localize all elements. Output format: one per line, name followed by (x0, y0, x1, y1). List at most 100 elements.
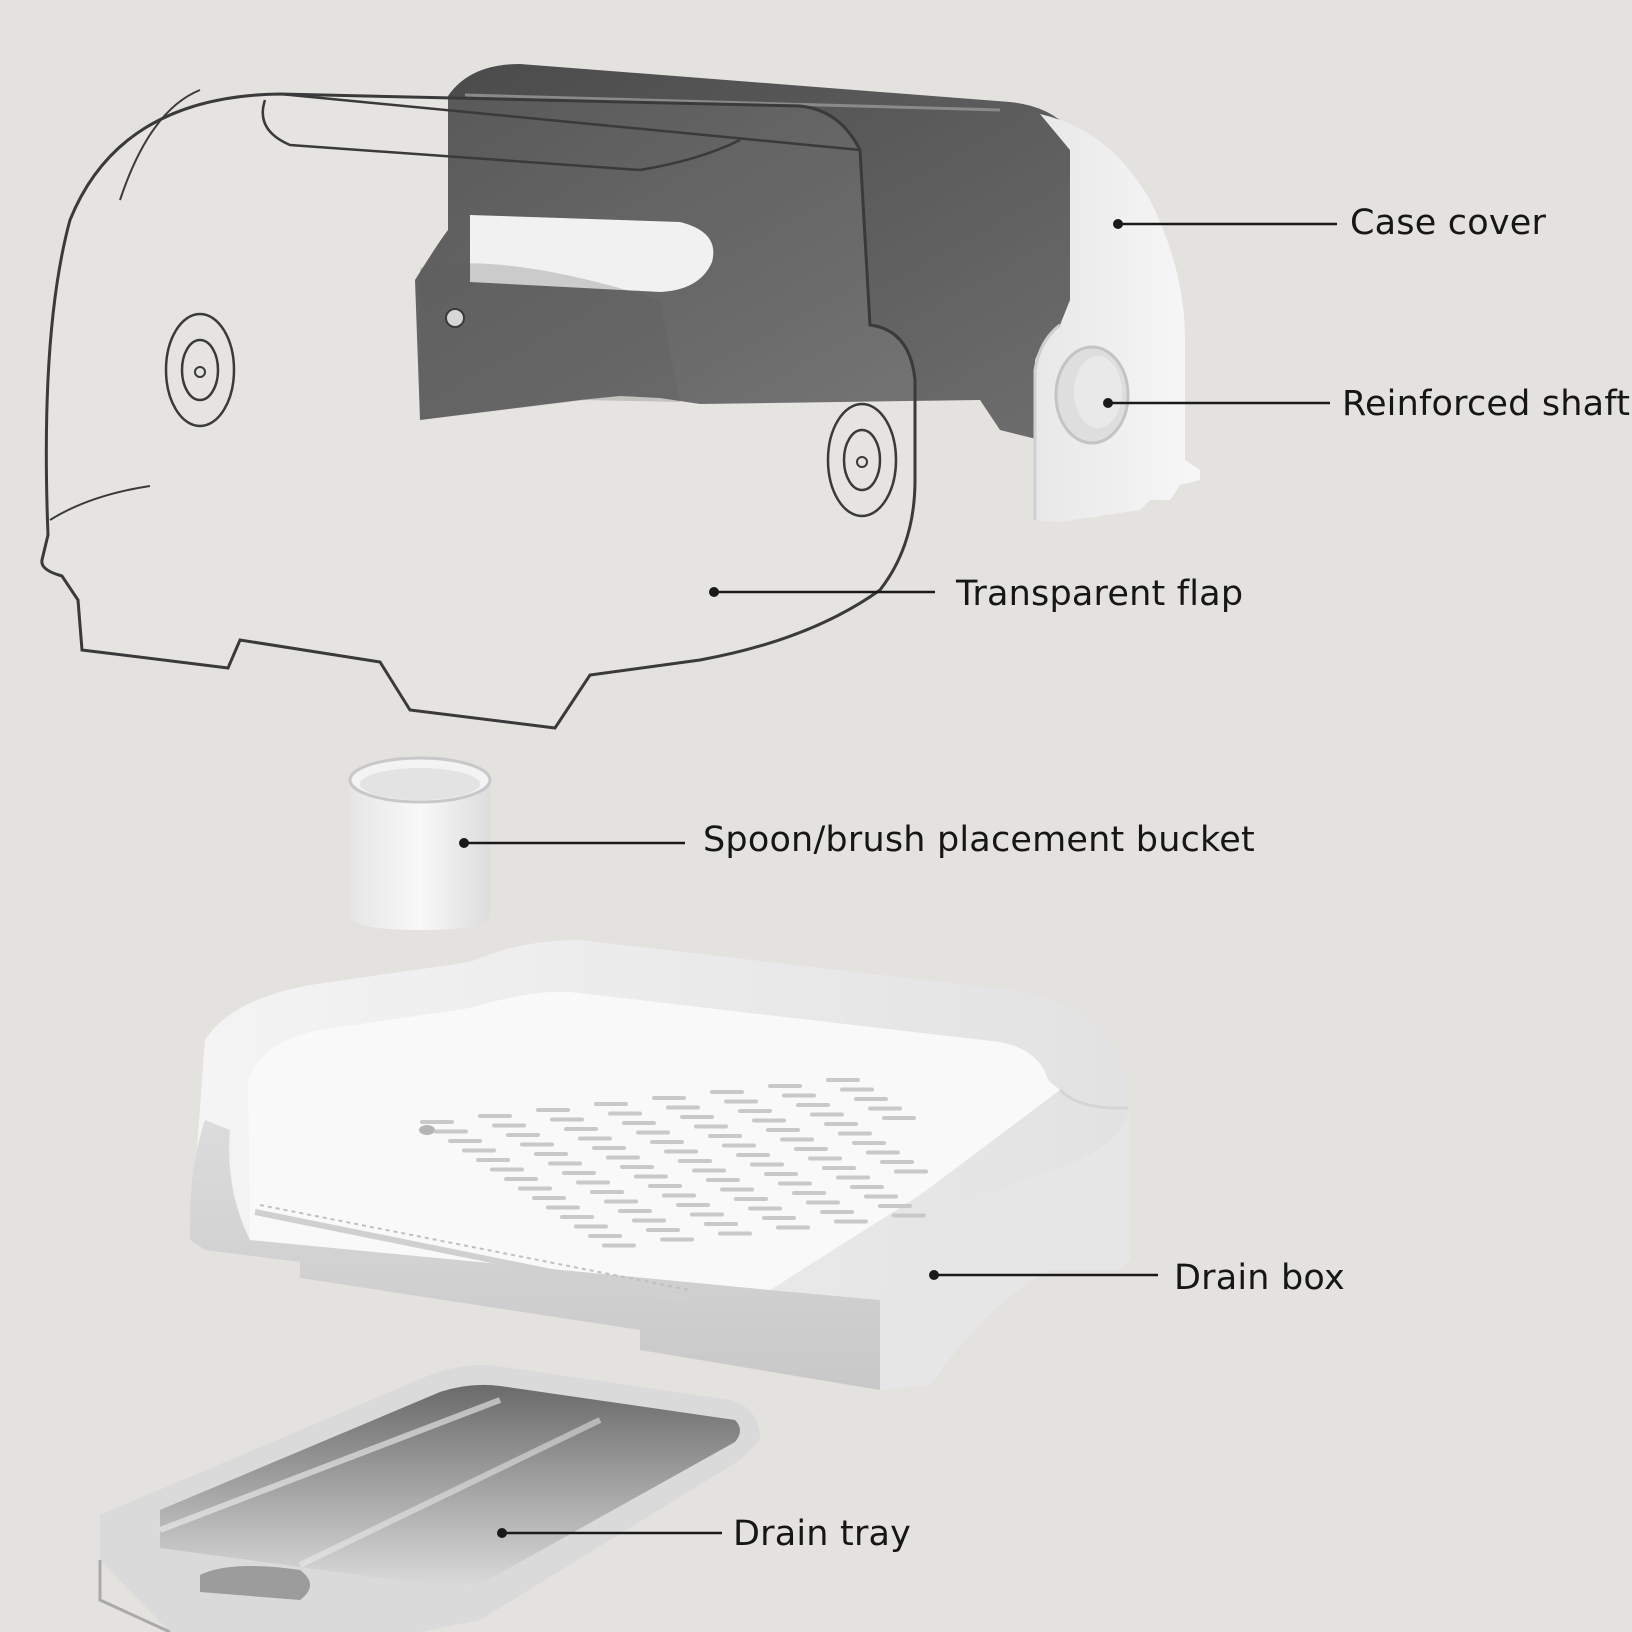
drain-slot (606, 1155, 640, 1160)
drain-slot (880, 1160, 914, 1164)
drain-slot (824, 1122, 858, 1126)
drain-slot (738, 1109, 772, 1113)
label-drain-tray: Drain tray (733, 1514, 912, 1554)
drain-slot (490, 1167, 524, 1172)
drain-slot (608, 1111, 642, 1116)
drain-tray-part (98, 1364, 760, 1632)
drain-slot (752, 1118, 786, 1123)
drain-slot (806, 1200, 840, 1205)
drain-slot (852, 1141, 886, 1145)
drain-slot (748, 1206, 782, 1211)
drain-slot (840, 1087, 874, 1092)
drain-slot (692, 1168, 726, 1173)
drain-slot (796, 1103, 830, 1107)
label-bucket: Spoon/brush placement bucket (703, 820, 1255, 860)
drain-slot (892, 1213, 926, 1218)
drain-slot (776, 1225, 810, 1230)
drain-slot (792, 1191, 826, 1195)
drain-slot (894, 1169, 928, 1174)
transparent-flap-part (40, 89, 917, 730)
drain-slot (736, 1153, 770, 1157)
drain-slot (648, 1184, 682, 1188)
drain-slot (820, 1210, 854, 1214)
drain-slot (518, 1186, 552, 1191)
drain-slot (620, 1165, 654, 1169)
leader-dot-case-cover (1113, 219, 1123, 229)
drain-slot (562, 1171, 596, 1175)
label-drain-box: Drain box (1174, 1258, 1345, 1298)
drain-slot (604, 1199, 638, 1204)
drain-slot (694, 1124, 728, 1129)
drain-slot (506, 1133, 540, 1137)
drain-slot (534, 1152, 568, 1156)
drain-slot (594, 1102, 628, 1106)
drain-slot (834, 1219, 868, 1224)
drain-slot (826, 1078, 860, 1082)
drain-slot (868, 1106, 902, 1111)
drain-slot (878, 1204, 912, 1208)
drain-slot (462, 1148, 496, 1153)
drain-box-part (189, 940, 1130, 1390)
drain-slot (660, 1237, 694, 1242)
drain-slot (662, 1193, 696, 1198)
drain-slot (560, 1215, 594, 1219)
drain-slot (520, 1142, 554, 1147)
drain-slot (602, 1243, 636, 1248)
drain-slot (676, 1203, 710, 1207)
drain-slot (574, 1224, 608, 1229)
drain-slot (548, 1161, 582, 1166)
drain-slot (632, 1218, 666, 1223)
drain-slot (476, 1158, 510, 1162)
drain-slot-grid (420, 1078, 928, 1248)
drain-slot (822, 1166, 856, 1170)
drain-slot (448, 1139, 482, 1143)
drain-slot (764, 1172, 798, 1176)
drain-slot (720, 1187, 754, 1192)
drain-slot (838, 1131, 872, 1136)
drain-slot (678, 1159, 712, 1163)
drain-slot (882, 1116, 916, 1120)
drain-slot (434, 1129, 468, 1134)
drain-slot (768, 1084, 802, 1088)
drain-slot (780, 1137, 814, 1142)
drain-slot (808, 1156, 842, 1161)
leader-lines (459, 219, 1337, 1538)
drain-slot (734, 1197, 768, 1201)
leader-dot-bucket (459, 838, 469, 848)
drain-slot (578, 1136, 612, 1141)
drain-slot (794, 1147, 828, 1151)
drain-slot (550, 1117, 584, 1122)
leader-dot-reinforced-shaft (1103, 398, 1113, 408)
drain-slot (864, 1194, 898, 1199)
drain-slot (664, 1149, 698, 1154)
drain-slot (854, 1097, 888, 1101)
drain-slot (650, 1140, 684, 1144)
drain-slot (762, 1216, 796, 1220)
drain-slot (592, 1146, 626, 1150)
drain-slot (420, 1120, 454, 1124)
drain-slot (866, 1150, 900, 1155)
drain-slot (636, 1130, 670, 1135)
drain-slot (708, 1134, 742, 1138)
drain-slot (690, 1212, 724, 1217)
drain-slot (782, 1093, 816, 1098)
bucket-part (348, 756, 492, 930)
drain-slot (722, 1143, 756, 1148)
drain-slot (710, 1090, 744, 1094)
drain-slot (634, 1174, 668, 1179)
drain-slot (618, 1209, 652, 1213)
drain-slot (536, 1108, 570, 1112)
leader-dot-drain-box (929, 1270, 939, 1280)
leader-dot-transparent-flap (709, 587, 719, 597)
drain-slot (492, 1123, 526, 1128)
drain-slot (622, 1121, 656, 1125)
label-case-cover: Case cover (1350, 203, 1547, 243)
drain-slot (836, 1175, 870, 1180)
drain-slot (564, 1127, 598, 1131)
drain-slot (766, 1128, 800, 1132)
drain-slot (504, 1177, 538, 1181)
drain-slot (590, 1190, 624, 1194)
drain-slot (810, 1112, 844, 1117)
drain-slot (850, 1185, 884, 1189)
